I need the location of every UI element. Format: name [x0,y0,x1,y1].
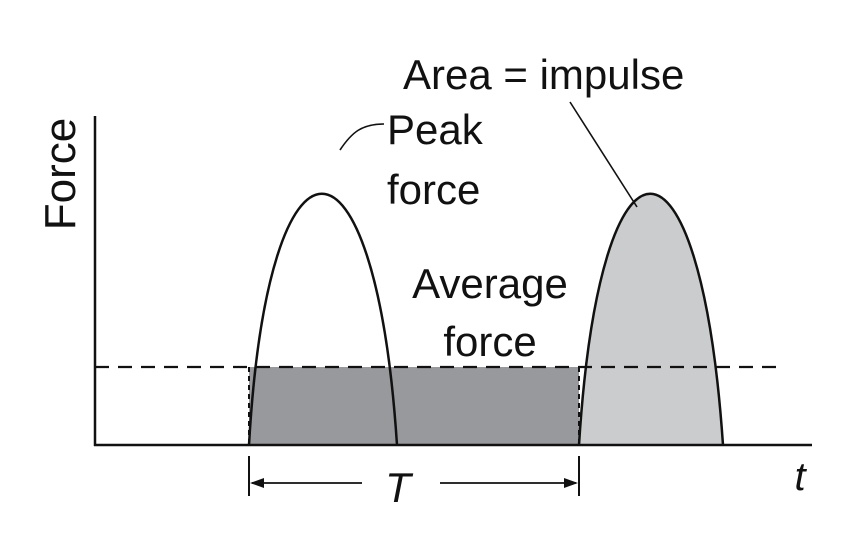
peak-force-label-line2: force [387,166,480,213]
y-axis-label: Force [36,118,85,230]
peak-force-label-line1: Peak [387,106,484,153]
x-axis-label: t [794,455,807,499]
peak-force-pulse [247,192,399,446]
impulse-label: Area = impulse [403,51,684,98]
average-force-label-line2: force [443,318,536,365]
average-force-area [249,367,579,445]
impulse-leader-line [569,101,638,208]
impulse-pulse-outline [577,192,725,446]
impulse-pulse-fill [579,193,723,445]
period-label: T [385,464,414,511]
average-force-label-line1: Average [412,260,568,307]
period-arrow-right-head [564,478,578,488]
peak-leader-line [339,123,385,151]
period-arrow-left-head [250,478,264,488]
